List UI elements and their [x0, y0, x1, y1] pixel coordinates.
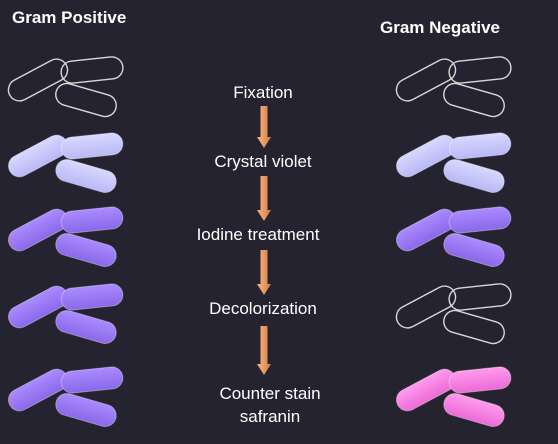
gram-positive-row-4-bacterium-3	[55, 309, 117, 345]
gram-positive-row-2-bacterium-3	[55, 158, 117, 194]
gram-positive-row-3-bacterium-2	[60, 206, 124, 234]
step-counter-stain-safranin: safranin	[239, 407, 301, 426]
bacteria-layer	[7, 56, 512, 428]
step-counter-stain: Counter stain	[219, 384, 321, 403]
gram-positive-title: Gram Positive	[12, 8, 127, 27]
gram-negative-row-3-bacterium-3	[443, 232, 505, 268]
arrow-layer	[257, 106, 271, 375]
gram-negative-row-4-bacterium-3	[443, 309, 505, 345]
gram-negative-row-4-bacterium-1	[395, 285, 457, 329]
step-iodine-treatment: Iodine treatment	[196, 225, 320, 244]
gram-negative-row-3-bacterium-2	[448, 206, 512, 234]
step-arrow-2	[257, 176, 271, 221]
gram-negative-row-2-bacterium-3	[443, 158, 505, 194]
gram-positive-row-1-bacterium-2	[60, 56, 124, 84]
gram-positive-row-4-bacterium-2	[60, 283, 124, 311]
gram-positive-row-1-bacterium-1	[7, 58, 69, 102]
step-fixation: Fixation	[233, 83, 293, 102]
step-crystal-violet: Crystal violet	[214, 152, 312, 171]
step-arrow-4	[257, 326, 271, 375]
gram-negative-row-1-bacterium-3	[443, 82, 505, 118]
gram-positive-row-3-bacterium-3	[55, 232, 117, 268]
gram-negative-row-1-bacterium-1	[395, 58, 457, 102]
gram-negative-row-5-bacterium-2	[448, 366, 512, 394]
gram-positive-row-5-bacterium-2	[60, 366, 124, 394]
gram-positive-row-1-bacterium-3	[55, 82, 117, 118]
gram-negative-row-4-bacterium-2	[448, 283, 512, 311]
step-arrow-3	[257, 250, 271, 295]
gram-positive-row-2-bacterium-2	[60, 132, 124, 160]
step-arrow-1	[257, 106, 271, 148]
gram-negative-title: Gram Negative	[380, 18, 500, 37]
gram-negative-row-2-bacterium-2	[448, 132, 512, 160]
gram-negative-row-5-bacterium-3	[443, 392, 505, 428]
gram-negative-row-1-bacterium-2	[448, 56, 512, 84]
gram-positive-row-5-bacterium-3	[55, 392, 117, 428]
step-decolorization: Decolorization	[209, 299, 317, 318]
